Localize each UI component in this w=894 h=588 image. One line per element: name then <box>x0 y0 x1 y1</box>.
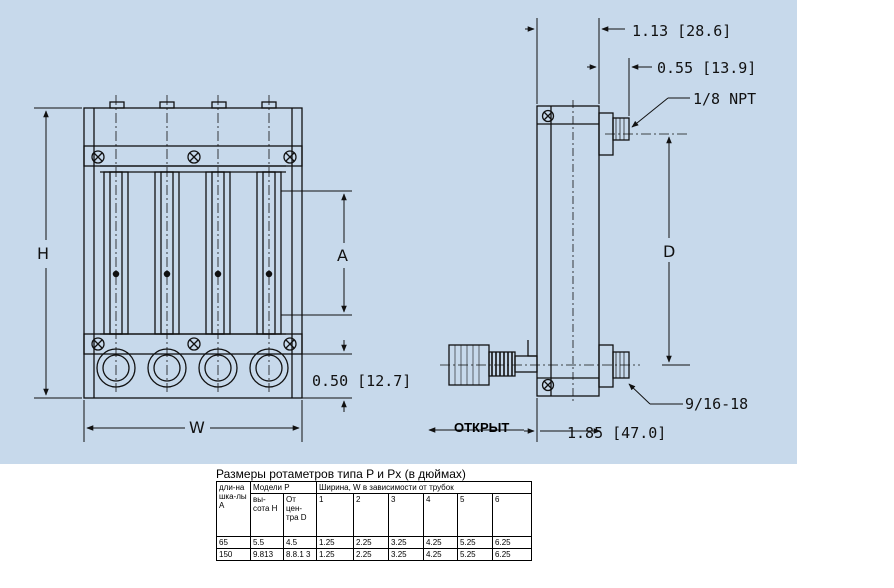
flow-tubes <box>103 171 282 335</box>
dim-base-depth: 1.85 [47.0] <box>567 424 666 442</box>
table-caption: Размеры ротаметров типа P и Px (в дюймах… <box>216 467 466 481</box>
cell-center: 8.8.1 3 <box>282 548 318 561</box>
cell-width-1: 1.25 <box>316 548 355 561</box>
header-tubes-5: 5 <box>457 493 494 537</box>
dim-d-label: D <box>663 242 675 261</box>
bottom-fittings <box>96 348 289 388</box>
dim-overall-depth: 1.13 [28.6] <box>632 22 731 40</box>
dim-bottom-offset: 0.50 [12.7] <box>312 372 411 390</box>
dim-inlet-thread: 1/8 NPT <box>693 90 756 108</box>
table-row: 150 9.813 8.8.1 3 1.25 2.25 3.25 4.25 5.… <box>216 548 533 561</box>
front-view <box>83 95 303 399</box>
side-dimensions <box>428 18 690 442</box>
header-width: Ширина, W в зависимости от трубок <box>316 481 533 494</box>
dimensions-table: дли-на шка-лы A Модели P Ширина, W в зав… <box>216 481 533 561</box>
table-header-row-1: дли-на шка-лы A Модели P Ширина, W в зав… <box>216 481 533 537</box>
cell-width-2: 2.25 <box>353 548 390 561</box>
cell-width-5: 5.25 <box>457 536 494 549</box>
screws-bottom <box>91 337 297 351</box>
cell-width-2: 2.25 <box>353 536 390 549</box>
cell-width-4: 4.25 <box>423 548 459 561</box>
cell-scale: 150 <box>216 548 251 561</box>
dim-a-label: A <box>337 246 348 265</box>
dim-w-label: W <box>189 418 205 437</box>
cell-scale: 65 <box>216 536 251 549</box>
header-tubes-2: 2 <box>353 493 390 537</box>
cell-width-3: 3.25 <box>388 536 425 549</box>
header-height: вы-сота H <box>250 493 284 537</box>
screws-top <box>91 150 297 164</box>
header-models: Модели P <box>249 481 318 494</box>
table-row: 65 5.5 4.5 1.25 2.25 3.25 4.25 5.25 6.25 <box>216 536 533 549</box>
cell-width-5: 5.25 <box>457 548 494 561</box>
rotameter-drawing: H A W 0.50 [12.7] <box>34 18 756 442</box>
cell-width-6: 6.25 <box>492 548 533 561</box>
dim-outlet-thread: 9/16-18 <box>685 395 748 413</box>
cell-height: 5.5 <box>250 536 284 549</box>
header-tubes-1: 1 <box>316 493 355 537</box>
cell-width-4: 4.25 <box>423 536 459 549</box>
header-tubes-6: 6 <box>492 493 533 537</box>
cell-width-6: 6.25 <box>492 536 533 549</box>
open-label: ОТКРЫТ <box>454 420 509 435</box>
cell-width-3: 3.25 <box>388 548 425 561</box>
header-scale-length: дли-на шка-лы A <box>216 481 251 537</box>
front-dimensions <box>34 107 352 442</box>
cell-width-1: 1.25 <box>316 536 355 549</box>
cell-height: 9.813 <box>250 548 284 561</box>
cell-center: 4.5 <box>282 536 318 549</box>
side-view <box>448 100 630 402</box>
dim-port-offset: 0.55 [13.9] <box>657 59 756 77</box>
table-header-row-2: вы-сота H От цен-тра D 1 2 3 4 5 6 <box>217 493 533 537</box>
header-tubes-4: 4 <box>423 493 459 537</box>
header-center-distance: От цен-тра D <box>282 493 318 537</box>
dim-h-label: H <box>37 244 49 263</box>
technical-drawing-panel: H A W 0.50 [12.7] <box>0 0 797 464</box>
header-tubes-3: 3 <box>388 493 425 537</box>
